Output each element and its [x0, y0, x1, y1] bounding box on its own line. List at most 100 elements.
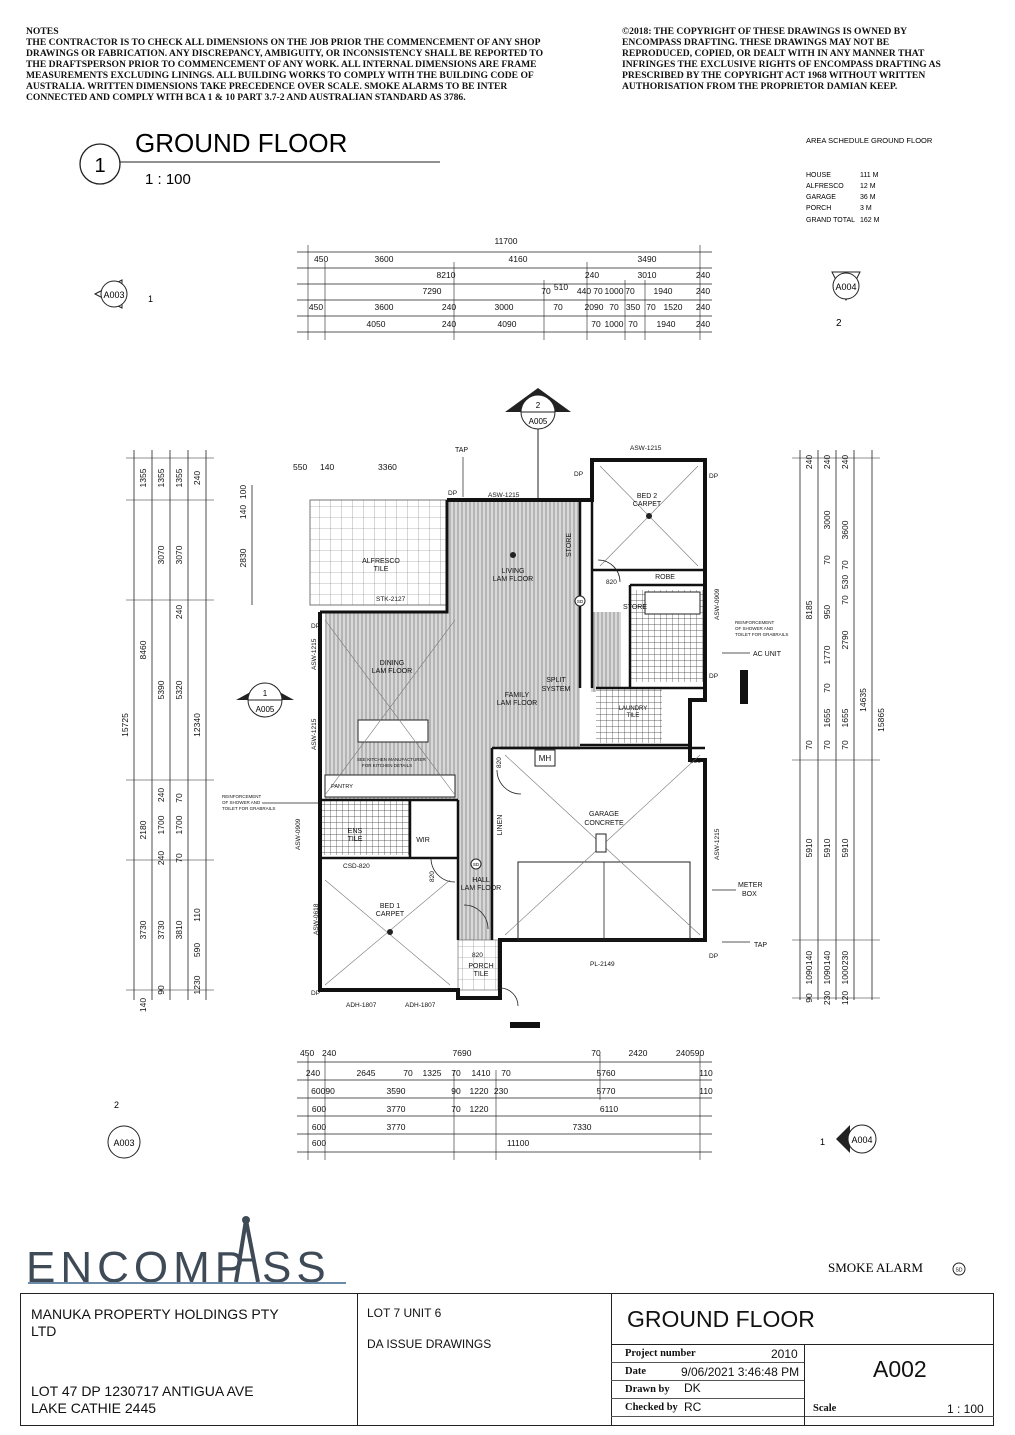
smoke-detector-icon: SD SD: [470, 595, 586, 870]
copyright-line: INFRINGES THE EXCLUSIVE RIGHTS OF ENCOMP…: [622, 59, 941, 70]
room-label: TILE: [627, 713, 640, 719]
building-plan: ALFRESCO TILE LIVING LAM FLOOR DINING LA…: [222, 445, 788, 1028]
svg-text:ASW-1215: ASW-1215: [714, 828, 721, 860]
project-number: 2010: [771, 1347, 798, 1361]
svg-text:90: 90: [804, 993, 814, 1003]
svg-text:440: 440: [577, 286, 591, 296]
svg-text:DP: DP: [574, 471, 583, 478]
room-label: STORE: [566, 533, 573, 557]
svg-text:A004: A004: [835, 282, 856, 292]
room-label: LIVING: [502, 568, 525, 575]
svg-text:ADH-1807: ADH-1807: [346, 1002, 377, 1009]
svg-text:ASW-1215: ASW-1215: [630, 445, 662, 452]
svg-text:1000: 1000: [605, 286, 624, 296]
svg-text:A005: A005: [256, 705, 275, 714]
svg-text:3070: 3070: [156, 545, 166, 564]
room-label: LAM FLOOR: [493, 576, 533, 583]
svg-text:510: 510: [554, 282, 568, 292]
svg-text:TOILET FOR GRABRAILS: TOILET FOR GRABRAILS: [222, 806, 275, 811]
svg-text:A003: A003: [113, 1138, 134, 1148]
svg-text:5390: 5390: [156, 680, 166, 699]
svg-text:2: 2: [114, 1100, 119, 1110]
svg-text:240: 240: [192, 471, 202, 485]
date-label: Date: [625, 1366, 646, 1377]
svg-text:3730: 3730: [138, 920, 148, 939]
top-dimensions: 11700 450 3600 4160 3490 8210 240 3010 2…: [297, 236, 712, 340]
svg-text:4090: 4090: [498, 319, 517, 329]
svg-text:2: 2: [836, 318, 842, 329]
svg-text:1090: 1090: [804, 965, 814, 984]
svg-text:240: 240: [174, 605, 184, 619]
client-name: MANUKA PROPERTY HOLDINGS PTY: [31, 1306, 279, 1322]
svg-text:5320: 5320: [174, 680, 184, 699]
svg-text:600: 600: [312, 1122, 326, 1132]
svg-text:230: 230: [494, 1086, 508, 1096]
project-number-label: Project number: [625, 1348, 696, 1359]
svg-text:DP: DP: [311, 623, 320, 630]
svg-text:6110: 6110: [600, 1104, 619, 1114]
notes-line: CONNECTED AND COMPLY WITH BCA 1 & 10 PAR…: [26, 92, 466, 103]
notes-line: NOTES: [26, 26, 59, 37]
notes-line: THE CONTRACTOR IS TO CHECK ALL DIMENSION…: [26, 37, 541, 48]
svg-text:PL-2149: PL-2149: [590, 961, 615, 968]
svg-text:820: 820: [606, 579, 617, 586]
svg-text:140: 140: [320, 462, 334, 472]
svg-text:1220: 1220: [470, 1086, 489, 1096]
svg-text:70: 70: [541, 286, 551, 296]
room-label: MH: [539, 754, 552, 763]
svg-text:OF SHOWER AND: OF SHOWER AND: [735, 626, 774, 631]
sheet-title: GROUND FLOOR: [627, 1306, 815, 1332]
svg-text:240: 240: [156, 851, 166, 865]
svg-text:820: 820: [472, 952, 483, 959]
svg-text:600: 600: [312, 1104, 326, 1114]
area-value: 12 M: [860, 183, 876, 190]
room-label: CARPET: [633, 501, 662, 508]
svg-text:70: 70: [822, 683, 832, 693]
svg-text:350: 350: [626, 302, 640, 312]
svg-text:100: 100: [238, 485, 248, 499]
svg-text:3070: 3070: [174, 545, 184, 564]
room-label: ROBE: [655, 574, 675, 581]
svg-text:70: 70: [804, 740, 814, 750]
svg-text:240: 240: [156, 788, 166, 802]
room-label: PORCH: [468, 963, 493, 970]
laundry-area: [596, 688, 662, 743]
svg-text:90: 90: [156, 985, 166, 995]
checked-by-label: Checked by: [625, 1402, 678, 1413]
drawing-scale: 1 : 100: [947, 1402, 984, 1416]
svg-text:70: 70: [451, 1104, 461, 1114]
checked-by: RC: [684, 1400, 702, 1414]
copyright-line: AUTHORISATION FROM THE PROPRIETOR DAMIAN…: [622, 81, 898, 92]
svg-text:4050: 4050: [367, 319, 386, 329]
svg-text:70: 70: [840, 595, 850, 605]
svg-text:3600: 3600: [375, 302, 394, 312]
svg-text:TAP: TAP: [754, 942, 767, 949]
svg-text:2645: 2645: [357, 1068, 376, 1078]
area-label: HOUSE: [806, 172, 831, 179]
svg-text:590: 590: [192, 943, 202, 957]
svg-text:ASW-0909: ASW-0909: [714, 588, 721, 620]
svg-text:1000: 1000: [840, 965, 850, 984]
svg-text:3590: 3590: [387, 1086, 406, 1096]
svg-text:1090: 1090: [822, 965, 832, 984]
floor-plan-drawing: 1 GROUND FLOOR 1 : 100 AREA SCHEDULE GRO…: [26, 128, 966, 1290]
site-address: LOT 47 DP 1230717 ANTIGUA AVE: [31, 1383, 254, 1399]
ceiling-fan-icon: [387, 513, 652, 935]
room-label: GARAGE: [589, 811, 619, 818]
svg-text:1700: 1700: [156, 815, 166, 834]
svg-text:12340: 12340: [192, 713, 202, 737]
area-label: GRAND TOTAL: [806, 217, 855, 224]
svg-text:1655: 1655: [840, 708, 850, 727]
encompass-logo: ENCOMP SS: [26, 1216, 346, 1290]
svg-text:1940: 1940: [654, 286, 673, 296]
svg-text:1: 1: [148, 294, 153, 304]
notes-line: MEASUREMENTS EXCLUDING LININGS. ALL BUIL…: [26, 70, 534, 81]
lot-unit: LOT 7 UNIT 6: [367, 1306, 442, 1320]
svg-text:240: 240: [696, 319, 710, 329]
svg-text:240: 240: [322, 1048, 336, 1058]
right-dimensions: 240 8185 70 5910 140 1090 230 90 240 300…: [792, 450, 886, 1005]
svg-text:90: 90: [451, 1086, 461, 1096]
drawn-by: DK: [684, 1381, 701, 1395]
issue-date: 9/06/2021 3:46:48 PM: [681, 1365, 800, 1379]
svg-text:240: 240: [696, 302, 710, 312]
